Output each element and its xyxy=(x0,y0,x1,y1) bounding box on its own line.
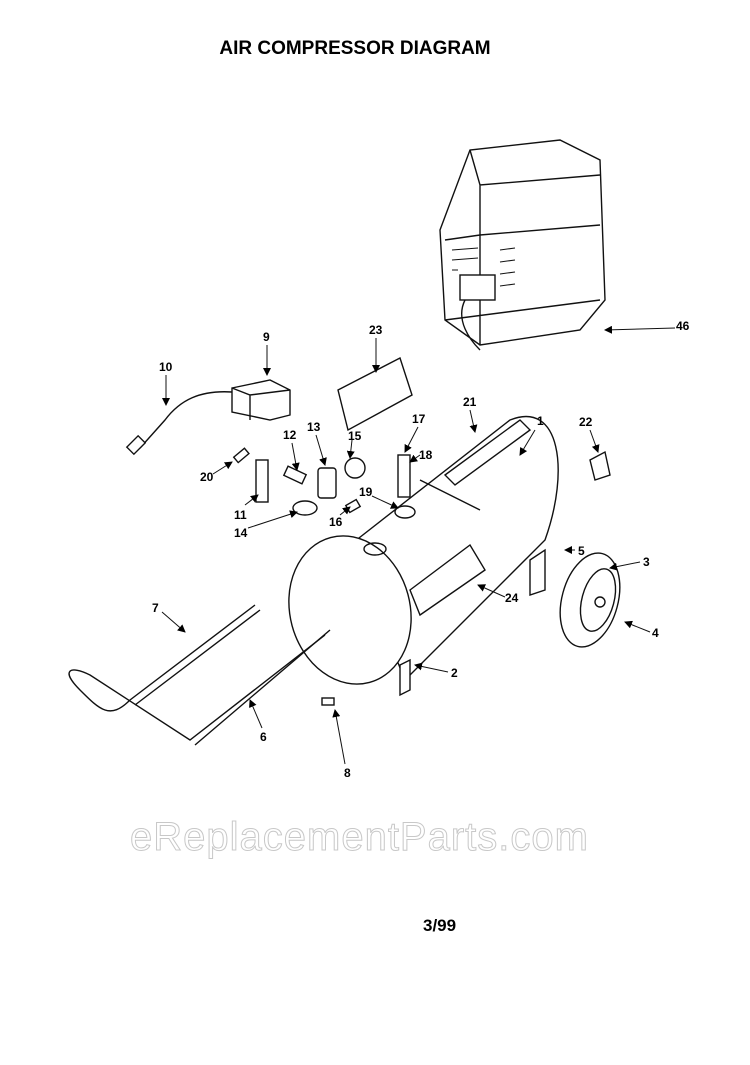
callout-5: 5 xyxy=(578,544,585,558)
callout-12: 12 xyxy=(283,428,297,442)
gauge-15 xyxy=(344,457,366,479)
air-tank xyxy=(288,415,559,697)
callout-15: 15 xyxy=(348,429,362,443)
part-16 xyxy=(344,498,362,514)
callout-4: 4 xyxy=(652,626,659,640)
part-20 xyxy=(232,447,250,464)
revision-date: 3/99 xyxy=(423,916,457,935)
callout-13: 13 xyxy=(307,420,321,434)
pressure-switch xyxy=(125,379,291,456)
callout-9: 9 xyxy=(263,330,270,344)
callout-7: 7 xyxy=(152,601,159,615)
callout-14: 14 xyxy=(234,526,248,540)
tank-handle xyxy=(419,419,532,511)
callout-20: 20 xyxy=(200,470,214,484)
gauge-14 xyxy=(292,500,318,516)
callout-23: 23 xyxy=(369,323,383,337)
callout-19: 19 xyxy=(359,485,373,499)
callout-labels: 1 2 3 4 5 6 7 8 9 10 11 12 13 14 15 16 1… xyxy=(152,319,690,780)
wheel xyxy=(559,552,621,648)
label-23 xyxy=(337,356,413,432)
regulator-13 xyxy=(317,467,337,499)
frame-handle xyxy=(68,604,331,746)
callout-11: 11 xyxy=(234,508,247,522)
callout-21: 21 xyxy=(463,395,477,409)
valve-17 xyxy=(397,454,411,498)
callout-24: 24 xyxy=(505,591,519,605)
part-11 xyxy=(255,459,269,503)
callout-10: 10 xyxy=(159,360,173,374)
callout-22: 22 xyxy=(579,415,593,429)
callout-8: 8 xyxy=(344,766,351,780)
callout-3: 3 xyxy=(643,555,650,569)
watermark: eReplacementParts.com xyxy=(130,815,589,860)
compressor-shroud xyxy=(439,139,606,351)
callout-16: 16 xyxy=(329,515,343,529)
callout-6: 6 xyxy=(260,730,267,744)
part-19 xyxy=(394,505,416,519)
callout-18: 18 xyxy=(419,448,433,462)
callout-17: 17 xyxy=(412,412,426,426)
diagram-title: AIR COMPRESSOR DIAGRAM xyxy=(219,38,491,59)
callout-1: 1 xyxy=(537,414,544,428)
part-8 xyxy=(321,697,335,706)
part-12 xyxy=(282,465,308,485)
callout-2: 2 xyxy=(451,666,458,680)
part-22 xyxy=(589,450,611,481)
callout-46: 46 xyxy=(676,319,690,333)
leader-arrows xyxy=(161,325,676,765)
